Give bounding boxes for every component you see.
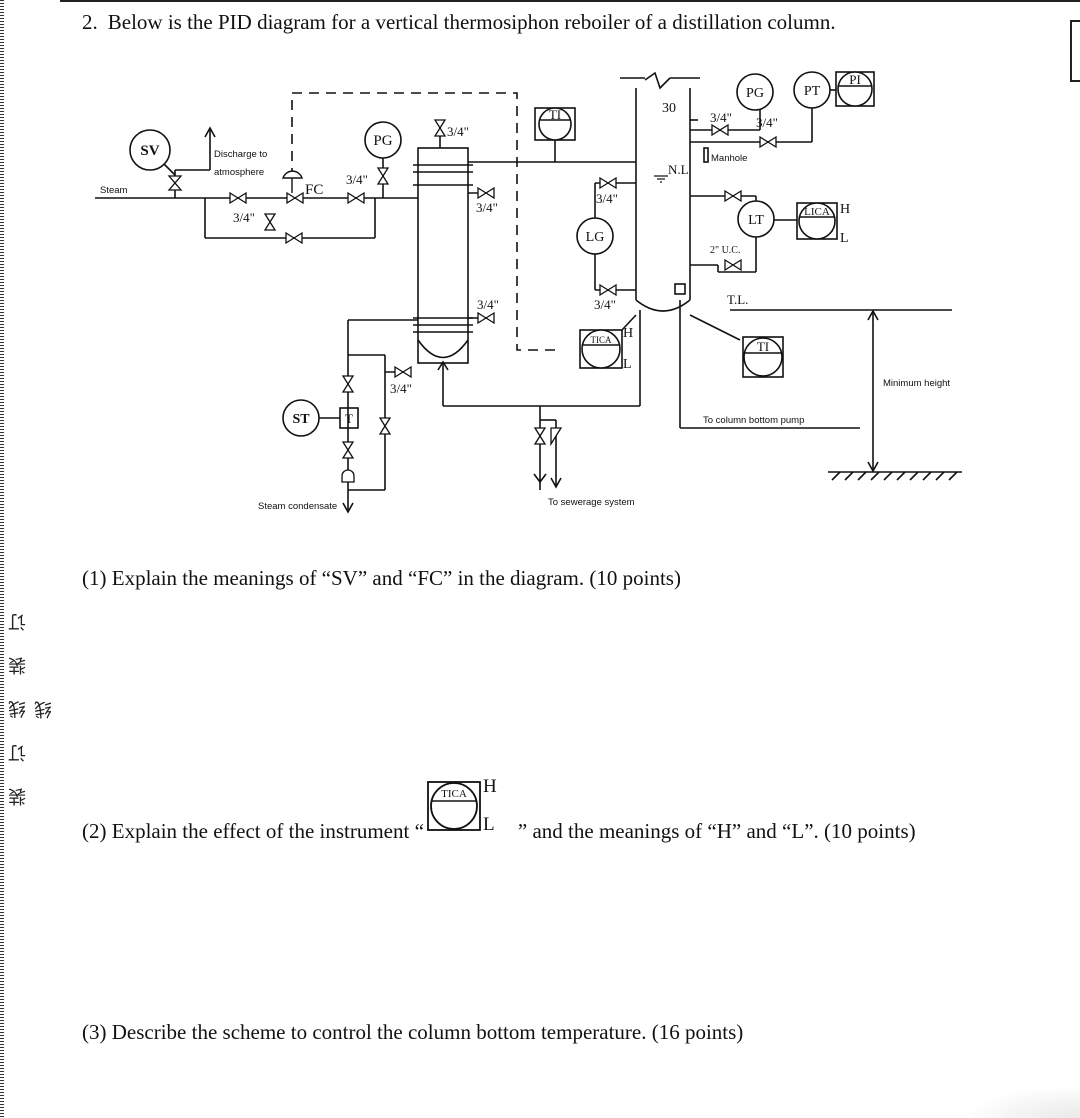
tica-symbol-icon: TICA H L xyxy=(427,776,497,834)
corner-shadow xyxy=(970,1088,1080,1118)
label-size-c: 3/4" xyxy=(233,210,255,225)
label-size-a: 3/4" xyxy=(447,124,469,139)
label-uc: 2" U.C. xyxy=(710,245,740,256)
label-size-f: 3/4" xyxy=(390,381,412,396)
label-lica: LICA xyxy=(804,206,830,218)
question-number: 2. xyxy=(82,10,98,34)
question-part-2: (2) Explain the effect of the instrument… xyxy=(82,776,916,848)
label-tl: T.L. xyxy=(727,292,748,307)
label-discharge-2: atmosphere xyxy=(214,167,264,178)
label-pg-left: PG xyxy=(373,133,392,149)
label-lica-l: L xyxy=(840,231,849,246)
label-tica: TICA xyxy=(591,335,612,345)
label-size-d: 3/4" xyxy=(476,200,498,215)
label-size-h: 3/4" xyxy=(594,297,616,312)
label-size-e: 3/4" xyxy=(477,297,499,312)
tica-symbol-high: H xyxy=(483,776,497,797)
label-size-i: 3/4" xyxy=(710,110,732,125)
label-steam-condensate: Steam condensate xyxy=(258,501,337,512)
label-to-pump: To column bottom pump xyxy=(703,415,804,426)
question-part-1: (1) Explain the meanings of “SV” and “FC… xyxy=(82,566,681,590)
label-sv: SV xyxy=(140,143,159,159)
binding-margin-text: 装 订 线 装 订 线 xyxy=(8,603,55,807)
label-size-g: 3/4" xyxy=(596,191,618,206)
label-size-j: 3/4" xyxy=(756,115,778,130)
label-steam: Steam xyxy=(100,185,128,196)
label-to-sewer: To sewerage system xyxy=(548,497,635,508)
question-part-2-before: (2) Explain the effect of the instrument… xyxy=(82,819,424,843)
label-t: T xyxy=(345,411,353,426)
label-st: ST xyxy=(292,412,310,427)
question-part-2-after: ” and the meanings of “H” and “L”. (10 p… xyxy=(517,819,916,843)
label-fc: FC xyxy=(305,182,323,198)
label-nl: N.L xyxy=(668,162,689,177)
label-discharge-1: Discharge to xyxy=(214,149,267,160)
tica-symbol-tag: TICA xyxy=(441,788,467,800)
label-min-height: Minimum height xyxy=(883,378,950,389)
label-lt: LT xyxy=(748,213,764,228)
label-manhole: Manhole xyxy=(711,153,747,164)
label-pt: PT xyxy=(804,84,821,99)
question-part-3: (3) Describe the scheme to control the c… xyxy=(82,1020,744,1044)
label-pg-top: PG xyxy=(746,86,764,101)
label-size-b: 3/4" xyxy=(346,172,368,187)
question-title: 2. Below is the PID diagram for a vertica… xyxy=(82,10,836,35)
top-rule xyxy=(60,0,1080,2)
tica-symbol-low: L xyxy=(483,814,495,834)
binding-dotted-line xyxy=(0,0,4,1118)
label-pi: PI xyxy=(849,72,861,87)
label-tica-h: H xyxy=(623,326,633,341)
label-lg: LG xyxy=(586,230,605,245)
question-title-text: Below is the PID diagram for a vertical … xyxy=(107,10,836,34)
label-ti-top: TI xyxy=(549,107,561,122)
label-lica-h: H xyxy=(840,202,850,217)
label-30: 30 xyxy=(662,101,676,116)
label-ti-bottom: TI xyxy=(757,339,769,354)
label-tica-l: L xyxy=(623,357,632,372)
score-box xyxy=(1070,20,1080,82)
pid-diagram: SV PG FC TI PG PT PI LG LT LICA H L TICA… xyxy=(95,71,962,514)
